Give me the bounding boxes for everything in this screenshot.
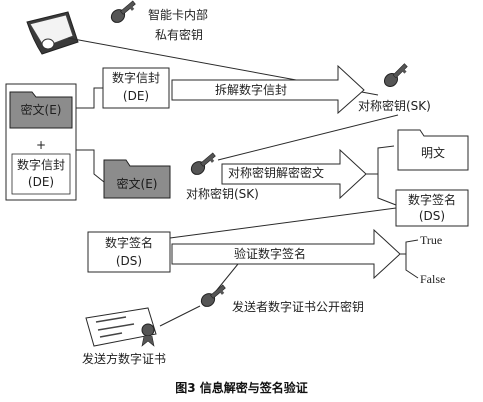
signature-right-line2: (DS) [418,209,446,223]
left-packet-plus: + [35,138,47,152]
public-key-icon [200,284,226,307]
envelope-box-line1: 数字信封 [111,71,160,85]
signature-box-left [87,231,171,273]
result-false: False [420,272,446,286]
smartcard-icon [26,11,79,55]
plaintext-folder-icon [397,129,469,171]
private-key-icon [110,0,136,23]
envelope-box-line2: (DE) [122,89,150,103]
sender-certificate-label: 发送方数字证书 [82,352,167,366]
connector-signature-to-left [169,207,397,239]
symmetric-key-label-1: 对称密钥(SK) [358,99,431,113]
signature-right-line1: 数字签名 [407,193,456,207]
signature-left-line1: 数字签名 [104,236,153,250]
arrow-verify [171,228,401,280]
left-packet-ciphertext: 密文(E) [20,103,62,117]
cipher-folder-label: 密文(E) [116,177,158,191]
left-packet-folder-icon [9,91,73,129]
connector-packet-to-envelope [76,87,103,109]
smartcard-key-label-line2: 私有密钥 [155,28,204,42]
symmetric-key-icon-1 [383,63,408,88]
connector-packet-to-cipher [76,149,105,183]
symmetric-key-label-2: 对称密钥(SK) [186,187,259,201]
connector-to-plaintext [366,145,395,175]
connector-to-false [405,254,419,279]
envelope-box [102,67,170,109]
symmetric-key-icon-2 [190,152,216,175]
arrow-open-envelope [171,64,365,115]
plaintext-label: 明文 [420,146,445,160]
arrow-open-envelope-label: 拆解数字信封 [215,83,288,97]
certificate-icon [85,307,157,347]
connector-to-true [400,239,419,255]
result-true: True [420,233,443,247]
left-packet-envelope-line2: (DE) [27,175,55,189]
cipher-folder-icon [103,159,171,199]
figure-caption: 图3 信息解密与签名验证 [175,381,308,395]
sender-public-key-label: 发送者数字证书公开密钥 [232,300,365,314]
connector-cert-to-pubkey [159,305,201,327]
left-packet-envelope-line1: 数字信封 [16,158,65,172]
connector-to-signature [377,174,397,206]
signature-left-line2: (DS) [115,254,143,268]
connector-sk-to-key2 [217,114,399,161]
smartcard-key-label-line1: 智能卡内部 [148,8,209,22]
left-packet-envelope-box [11,153,71,195]
arrow-decrypt-label: 对称密钥解密密文 [228,166,325,180]
arrow-decrypt [221,148,367,200]
arrow-verify-label: 验证数字签名 [234,247,307,261]
